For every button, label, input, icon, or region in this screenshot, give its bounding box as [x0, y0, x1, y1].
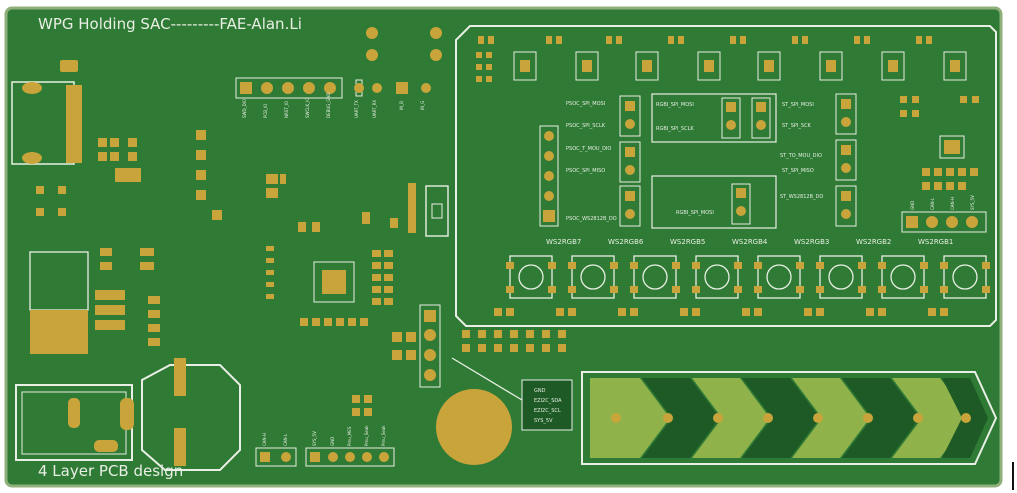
slider-segment: [692, 378, 770, 458]
led-driver-row: [478, 36, 967, 81]
rgb-label: WS2RGB5: [670, 238, 705, 246]
in-label: IN_B: [399, 101, 404, 110]
can-transceiver: [900, 96, 979, 190]
header-pin-label: DEBUG_GND: [326, 92, 331, 118]
usb-connector: [11, 60, 82, 165]
st-jumpers: [835, 93, 857, 227]
psoc-signal-labels: PSOC_SPI_MOSI PSOC_SPI_SCLK PSOC_T_MOU_D…: [566, 101, 617, 222]
can-pin-label: GND: [910, 201, 915, 210]
psoc-signal: PSOC_WS2812B_DO: [566, 216, 617, 222]
uart-header: UART_TX UART_RX: [354, 79, 382, 118]
rgbi-signal: RGBI_SPI_MOSI: [676, 210, 714, 216]
psoc-signal: PSOC_T_MOU_DIO: [566, 146, 611, 152]
rgb-led-footprints: [494, 255, 990, 316]
slider-segment: [642, 378, 720, 458]
i2c-line: SYS_5V: [534, 418, 553, 424]
can-connector: GND CAN-L CAN-H SYS_5V: [901, 195, 987, 233]
slider-segment: [892, 378, 970, 458]
st-signal: ST_SPI_MOSI: [782, 102, 814, 108]
i2c-leader-line: [451, 357, 523, 401]
bottom-pin-label: SYS_5V: [312, 431, 317, 446]
mcu-pins: [266, 174, 416, 326]
board-edge-accent: [1012, 462, 1014, 490]
header-pin-label: SWD_DIO: [242, 99, 247, 118]
uart-label: UART_RX: [372, 100, 377, 118]
battery-holder: [141, 358, 241, 471]
header-pin-label: NRST_IO: [284, 101, 289, 118]
panel-left-header: [476, 52, 492, 82]
i2c-line: EZI2C_SDA: [534, 398, 562, 404]
st-signal: ST_TO_MOU_DIO: [780, 153, 822, 159]
st-signal: ST_WS2812B_DO: [780, 194, 823, 200]
st-signal: ST_SPI_SCK: [782, 123, 812, 129]
bottom-sensor-pins: SYS_5V GND Pmu_MES Pmu_Seak Pmu_Seak: [305, 425, 395, 467]
top-vias: [366, 27, 442, 61]
psoc-header: [539, 125, 559, 227]
bottom-pin-label: Pmu_Seak: [364, 425, 369, 446]
bottom-can-pins: CAN-H CAN-L: [255, 433, 297, 467]
debug-header: SWD_DIO PCB_IO NRST_IO SWCLK_IO DEBUG_GN…: [235, 77, 343, 118]
board-footer: 4 Layer PCB design: [38, 462, 183, 480]
touch-slider: [581, 371, 998, 465]
header-pin-label: PCB_IO: [263, 104, 268, 118]
rgb-label: WS2RGB1: [918, 238, 953, 246]
in-header: IN_B IN_G: [396, 82, 431, 110]
rgbi-signal: RGBI_SPI_MOSI: [656, 102, 694, 108]
st-signal-labels: ST_SPI_MOSI ST_SPI_SCK ST_TO_MOU_DIO ST_…: [780, 102, 823, 200]
coin-cell-pad: [436, 389, 512, 465]
bottom-pin-label: Pmu_Seak: [381, 425, 386, 446]
bottom-pin-label: Pmu_MES: [347, 426, 352, 446]
board-title: WPG Holding SAC---------FAE-Alan.Li: [38, 15, 302, 33]
rgb-label: WS2RGB2: [856, 238, 891, 246]
rgbi-box: RGBI_SPI_MOSI RGBI_SPI_SCLK: [651, 93, 777, 143]
rgb-label: WS2RGB6: [608, 238, 644, 246]
can-pin-label: SYS_5V: [970, 195, 975, 210]
pad-row: [462, 330, 566, 352]
i2c-header: [419, 304, 441, 388]
bottom-can-label: CAN-L: [283, 433, 288, 446]
bottom-can-label: CAN-H: [262, 433, 267, 446]
rgbi-signal: RGBI_SPI_SCLK: [656, 126, 694, 132]
i2c-label-box: GND EZI2C_SDA EZI2C_SCL SYS_5V: [521, 379, 573, 431]
uart-label: UART_TX: [354, 100, 359, 118]
can-pin-label: CAN-L: [930, 197, 935, 210]
slider-segment: [792, 378, 870, 458]
slider-segment: [590, 378, 670, 458]
mcu-chip: [313, 261, 355, 303]
power-regulator: [29, 251, 125, 354]
bottom-pin-label: GND: [330, 437, 335, 446]
barrel-jack: [15, 384, 134, 461]
rgb-label: WS2RGB7: [546, 238, 581, 246]
rgbi-box-lower: RGBI_SPI_MOSI: [651, 175, 777, 229]
reset-switch: [425, 185, 449, 237]
rgb-led-row: WS2RGB7 WS2RGB6 WS2RGB5 WS2RGB4 WS2RGB3 …: [546, 238, 953, 246]
i2c-line: EZI2C_SCL: [534, 408, 561, 414]
slider-segment: [842, 378, 920, 458]
in-label: IN_G: [420, 101, 425, 110]
i2c-line: GND: [534, 388, 546, 394]
rgb-label: WS2RGB3: [794, 238, 829, 246]
psoc-signal: PSOC_SPI_MISO: [566, 168, 605, 174]
psoc-signal: PSOC_SPI_MOSI: [566, 101, 605, 107]
psoc-jumpers: [619, 95, 641, 227]
st-signal: ST_SPI_MISO: [782, 168, 814, 174]
header-pin-label: SWCLK_IO: [305, 98, 310, 118]
rgb-panel-outline: [455, 25, 997, 327]
can-pin-label: CAN-H: [950, 197, 955, 210]
psoc-signal: PSOC_SPI_SCLK: [566, 123, 606, 129]
passive-components: [36, 130, 222, 346]
slider-segment: [742, 378, 820, 458]
rgb-label: WS2RGB4: [732, 238, 768, 246]
misc-pads-mid: [352, 332, 416, 416]
